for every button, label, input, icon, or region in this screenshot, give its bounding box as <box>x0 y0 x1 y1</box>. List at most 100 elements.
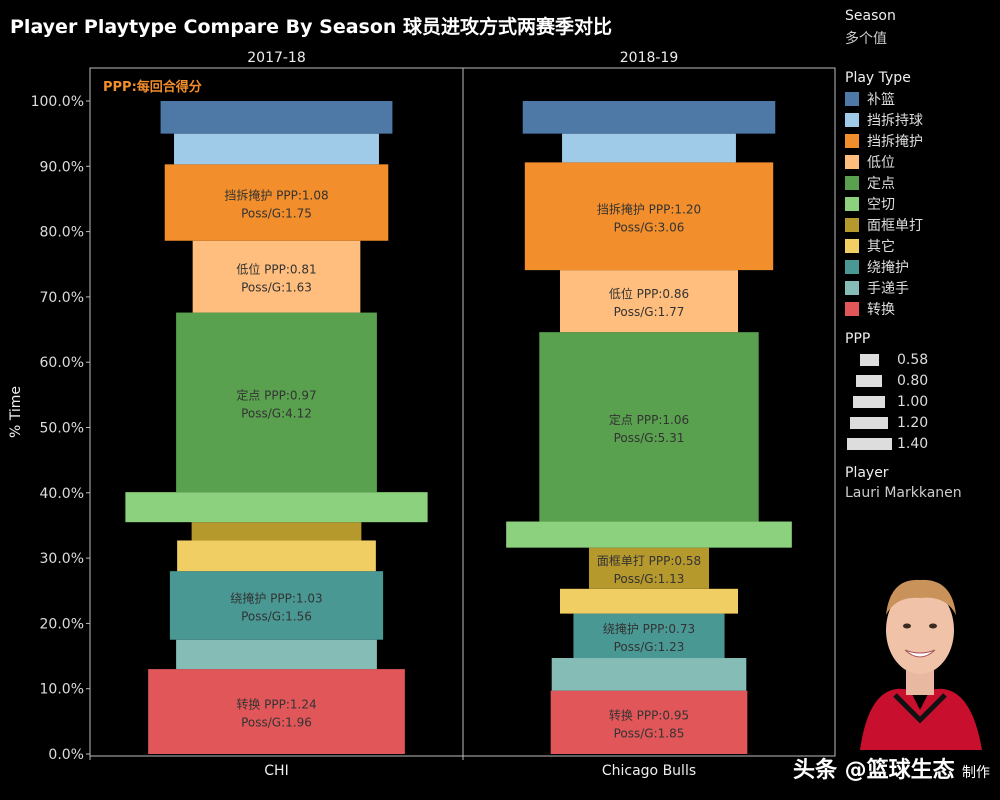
y-tick-label: 40.0% <box>40 486 84 502</box>
legend-item[interactable]: 空切 <box>845 193 923 214</box>
bar-segment[interactable] <box>562 133 736 163</box>
player-legend-value[interactable]: Lauri Markkanen <box>845 485 962 501</box>
segment-ppp-label: 定点 PPP:0.97 <box>236 387 316 402</box>
segment-poss-label: Poss/G:1.23 <box>614 640 685 654</box>
segment-poss-label: Poss/G:5.31 <box>614 431 685 445</box>
ppp-legend-label: 0.58 <box>897 351 929 368</box>
legend-swatch <box>845 154 859 169</box>
legend-label: 手递手 <box>867 280 909 297</box>
season-header: 2017-18 <box>247 50 306 66</box>
legend-item[interactable]: 绕掩护 <box>845 256 923 277</box>
y-tick-label: 10.0% <box>40 682 84 698</box>
legend-item[interactable]: 转换 <box>845 298 923 319</box>
player-legend: Player Lauri Markkanen <box>845 465 962 501</box>
segment-ppp-label: 低位 PPP:0.81 <box>236 262 316 277</box>
y-tick-label: 60.0% <box>40 355 84 371</box>
bar-segment[interactable] <box>176 639 377 670</box>
legend-item[interactable]: 面框单打 <box>845 214 923 235</box>
segment-poss-label: Poss/G:1.13 <box>614 572 685 586</box>
legend-label: 转换 <box>867 301 895 318</box>
watermark-text: 头条 @篮球生态 <box>793 758 955 783</box>
legend-item[interactable]: 挡拆掩护 <box>845 130 923 151</box>
legend-label: 绕掩护 <box>867 259 909 276</box>
legend-item[interactable]: 定点 <box>845 172 923 193</box>
ppp-size-swatch <box>856 374 882 387</box>
bar-segment[interactable] <box>192 240 361 313</box>
ppp-legend-title: PPP <box>845 331 871 347</box>
bar-segment[interactable] <box>524 162 774 271</box>
legend-label: 空切 <box>867 196 895 213</box>
y-tick-label: 70.0% <box>40 290 84 306</box>
bar-segment[interactable] <box>559 270 739 333</box>
y-tick-label: 30.0% <box>40 551 84 567</box>
legend-swatch <box>845 175 859 190</box>
bar-segment[interactable] <box>169 571 384 640</box>
bar-segment[interactable] <box>177 540 376 572</box>
segment-ppp-label: 面框单打 PPP:0.58 <box>597 554 701 568</box>
bar-segment[interactable] <box>550 690 748 754</box>
segment-ppp-label: 低位 PPP:0.86 <box>609 286 689 301</box>
bar-segment[interactable] <box>176 312 377 493</box>
ppp-legend-item: 1.00 <box>845 391 928 412</box>
watermark-suffix: 制作 <box>962 765 990 781</box>
ppp-legend-item: 0.80 <box>845 370 928 391</box>
y-tick-label: 20.0% <box>40 616 84 632</box>
legend-label: 挡拆掩护 <box>867 133 923 150</box>
legend-item[interactable]: 其它 <box>845 235 923 256</box>
bar-segment[interactable] <box>522 101 776 134</box>
legend-swatch <box>845 280 859 295</box>
team-axis-label: CHI <box>264 763 288 779</box>
legend-swatch <box>845 91 859 106</box>
bar-segment[interactable] <box>191 522 362 541</box>
season-legend-value[interactable]: 多个值 <box>845 31 887 47</box>
season-header: 2018-19 <box>620 50 679 66</box>
bar-segment[interactable] <box>551 658 747 691</box>
legend-label: 面框单打 <box>867 217 923 234</box>
y-tick-label: 0.0% <box>48 747 84 763</box>
segment-ppp-label: 挡拆掩护 PPP:1.20 <box>597 201 701 216</box>
legend-label: 其它 <box>867 238 895 255</box>
segment-ppp-label: 转换 PPP:1.24 <box>236 697 316 712</box>
bar-segment[interactable] <box>588 547 710 589</box>
y-axis-label: % Time <box>8 386 24 438</box>
bar-segment[interactable] <box>174 133 379 165</box>
legend-swatch <box>845 133 859 148</box>
segment-poss-label: Poss/G:1.77 <box>614 305 685 319</box>
segment-poss-label: Poss/G:3.06 <box>614 220 685 234</box>
legend-item[interactable]: 挡拆持球 <box>845 109 923 130</box>
ppp-legend-item: 0.58 <box>845 349 928 370</box>
bar-segment[interactable] <box>573 613 725 659</box>
bar-segment[interactable] <box>559 588 739 614</box>
legend-swatch <box>845 238 859 253</box>
legend-item[interactable]: 低位 <box>845 151 923 172</box>
legend-item[interactable]: 补篮 <box>845 88 923 109</box>
chart-area: 0.0%10.0%20.0%30.0%40.0%50.0%60.0%70.0%8… <box>8 50 836 779</box>
ppp-legend-item: 1.20 <box>845 412 928 433</box>
segment-poss-label: Poss/G:1.96 <box>241 716 312 730</box>
ppp-size-swatch <box>853 395 885 408</box>
bar-segment[interactable] <box>148 669 405 754</box>
season-legend: Season 多个值 <box>845 8 896 48</box>
ppp-size-swatch <box>850 416 888 429</box>
bar-segment[interactable] <box>160 101 393 134</box>
legend-label: 低位 <box>867 154 895 171</box>
segment-ppp-label: 挡拆掩护 PPP:1.08 <box>224 188 328 203</box>
segment-ppp-label: 绕掩护 PPP:1.03 <box>230 591 322 605</box>
legend-item[interactable]: 手递手 <box>845 277 923 298</box>
ppp-legend-label: 1.20 <box>897 414 929 431</box>
player-legend-title: Player <box>845 465 889 481</box>
segment-poss-label: Poss/G:1.56 <box>241 609 312 623</box>
playtype-legend: Play Type 补篮挡拆持球挡拆掩护低位定点空切面框单打其它绕掩护手递手转换 <box>845 70 923 319</box>
legend-label: 定点 <box>867 175 895 192</box>
ppp-legend-label: 0.80 <box>897 372 929 389</box>
legend-swatch <box>845 112 859 127</box>
segment-poss-label: Poss/G:4.12 <box>241 406 312 420</box>
bar-segment[interactable] <box>506 521 792 548</box>
legend-label: 补篮 <box>867 91 895 108</box>
y-tick-label: 90.0% <box>40 159 84 175</box>
bar-segment[interactable] <box>164 164 389 241</box>
bar-segment[interactable] <box>125 492 428 523</box>
bar-segment[interactable] <box>539 332 759 522</box>
legend-swatch <box>845 196 859 211</box>
